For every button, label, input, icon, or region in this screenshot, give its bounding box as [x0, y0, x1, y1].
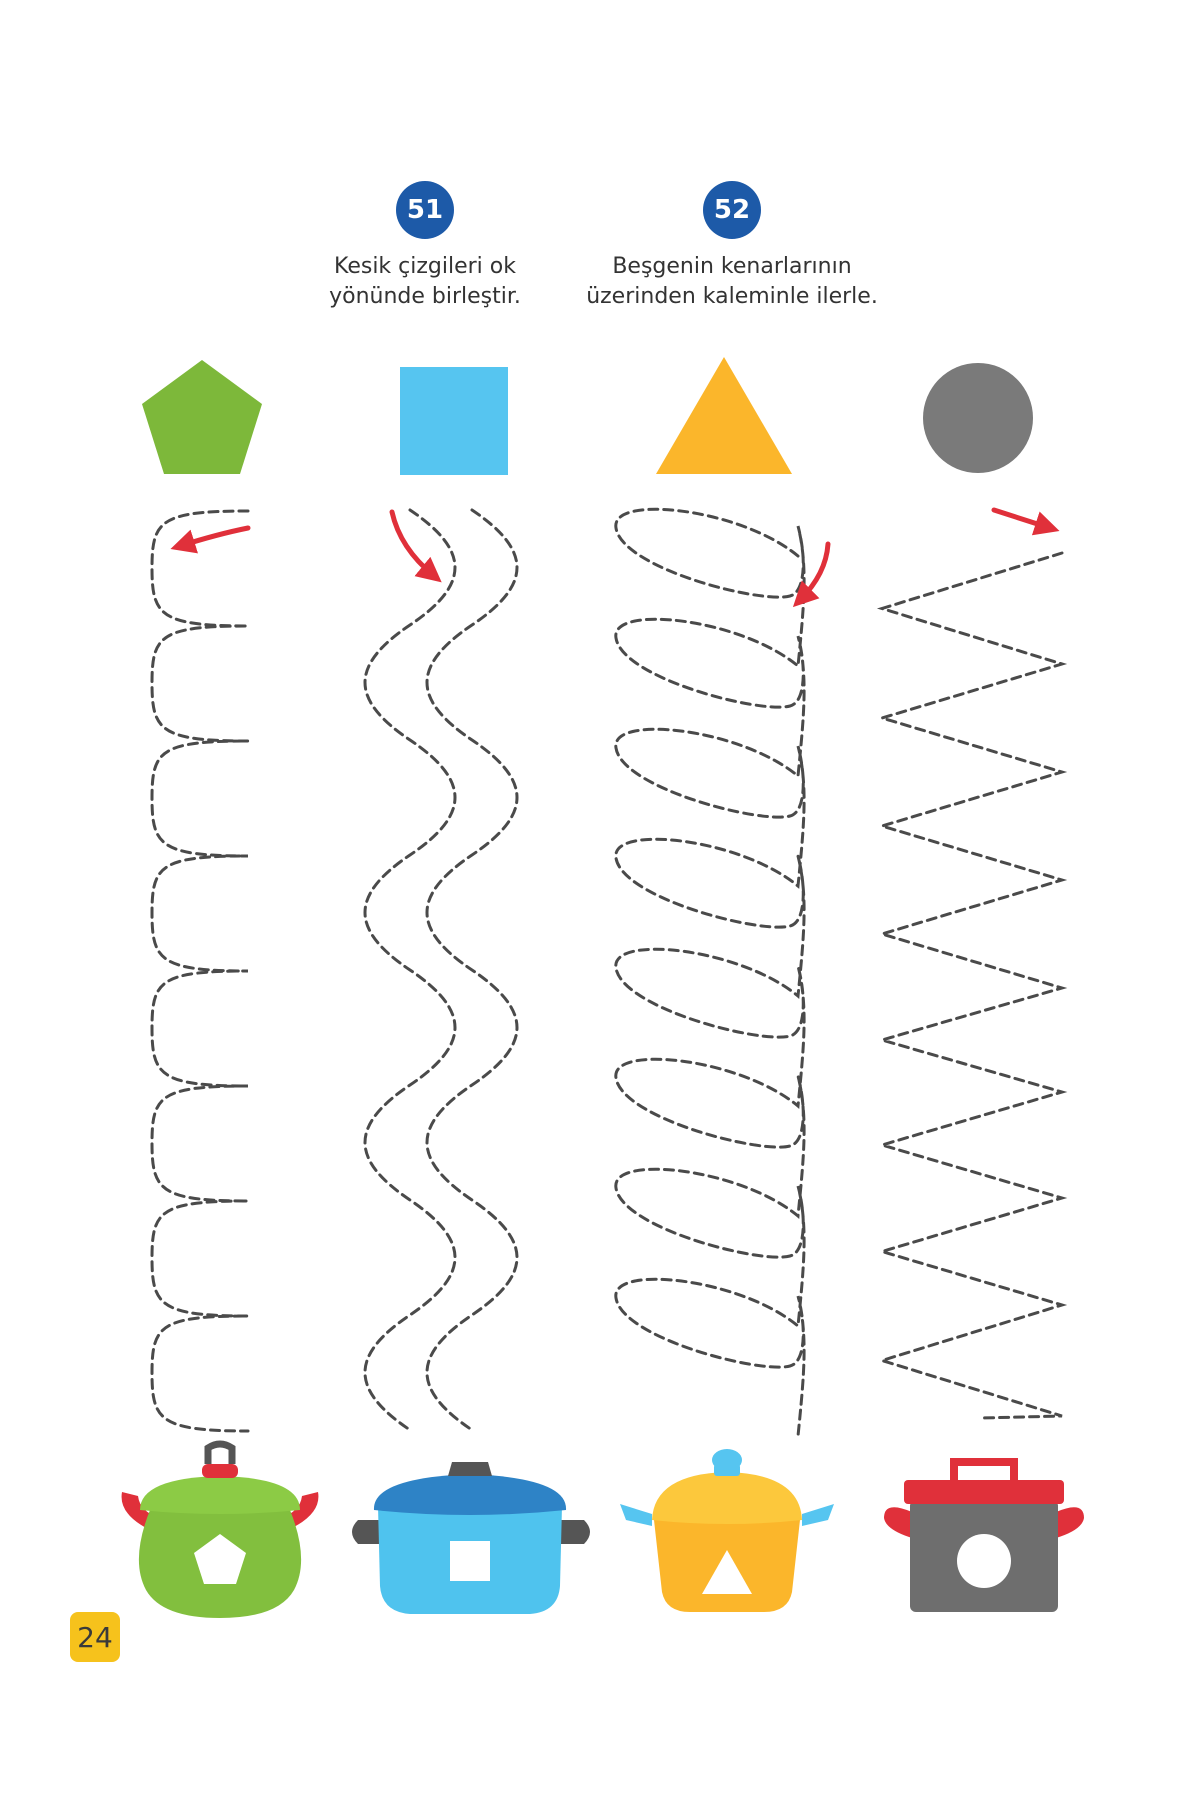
blue-pot [352, 1462, 590, 1614]
gray-pot-lid [904, 1480, 1064, 1504]
gray-pot-left-handle [884, 1507, 912, 1538]
green-pot-lid-handle [204, 1440, 236, 1464]
arrow-path-2 [389, 509, 442, 583]
exercise-52-line-2: üzerinden kaleminle ilerle. [586, 284, 878, 309]
green-pot-lid [140, 1476, 300, 1514]
exercise-51-line-1: Kesik çizgileri ok [333, 254, 516, 279]
blue-pot-right-handle [560, 1520, 590, 1544]
yellow-pot-right-handle [802, 1504, 834, 1526]
trace-path-loops [150, 509, 250, 1433]
yellow-pot-lid [652, 1472, 802, 1524]
yellow-pot-left-handle [620, 1504, 652, 1526]
gray-pot-right-handle [1056, 1507, 1084, 1538]
exercise-52-badge: 52 [703, 181, 761, 239]
yellow-pot [620, 1449, 834, 1612]
exercise-51-instruction: Kesik çizgileri ok yönünde birleştir. [265, 252, 585, 312]
circle-shape [923, 363, 1033, 473]
exercise-52-line-1: Beşgenin kenarlarının [612, 254, 852, 279]
gray-pot-lid-handle [950, 1458, 1018, 1480]
trace-path-zigzag [876, 551, 1068, 1420]
exercise-51-badge: 51 [396, 181, 454, 239]
green-pot-pentagon-symbol [194, 1534, 246, 1584]
green-pot-lid-base [202, 1464, 238, 1478]
exercise-51-line-2: yönünde birleştir. [329, 284, 521, 309]
pentagon-shape [142, 360, 262, 474]
triangle-shape [656, 357, 792, 474]
trace-path-wave-left [363, 508, 457, 1432]
blue-pot-lid-knob [448, 1462, 492, 1476]
trace-path-spiral [614, 507, 806, 1438]
page-number: 24 [70, 1612, 120, 1662]
gray-pot-circle-symbol [957, 1534, 1011, 1588]
blue-pot-lid [373, 1474, 567, 1515]
arrow-path-4 [991, 507, 1060, 536]
square-shape [400, 367, 508, 475]
exercise-52-instruction: Beşgenin kenarlarının üzerinden kaleminl… [572, 252, 892, 312]
gray-pot [884, 1458, 1084, 1612]
arrow-path-3 [792, 541, 831, 608]
blue-pot-left-handle [352, 1520, 380, 1544]
yellow-pot-triangle-symbol [702, 1550, 752, 1594]
trace-path-wave-right [425, 508, 519, 1432]
blue-pot-square-symbol [450, 1541, 490, 1581]
yellow-pot-lid-knob [712, 1449, 742, 1471]
arrow-path-1 [170, 525, 251, 554]
green-pot [121, 1440, 319, 1618]
